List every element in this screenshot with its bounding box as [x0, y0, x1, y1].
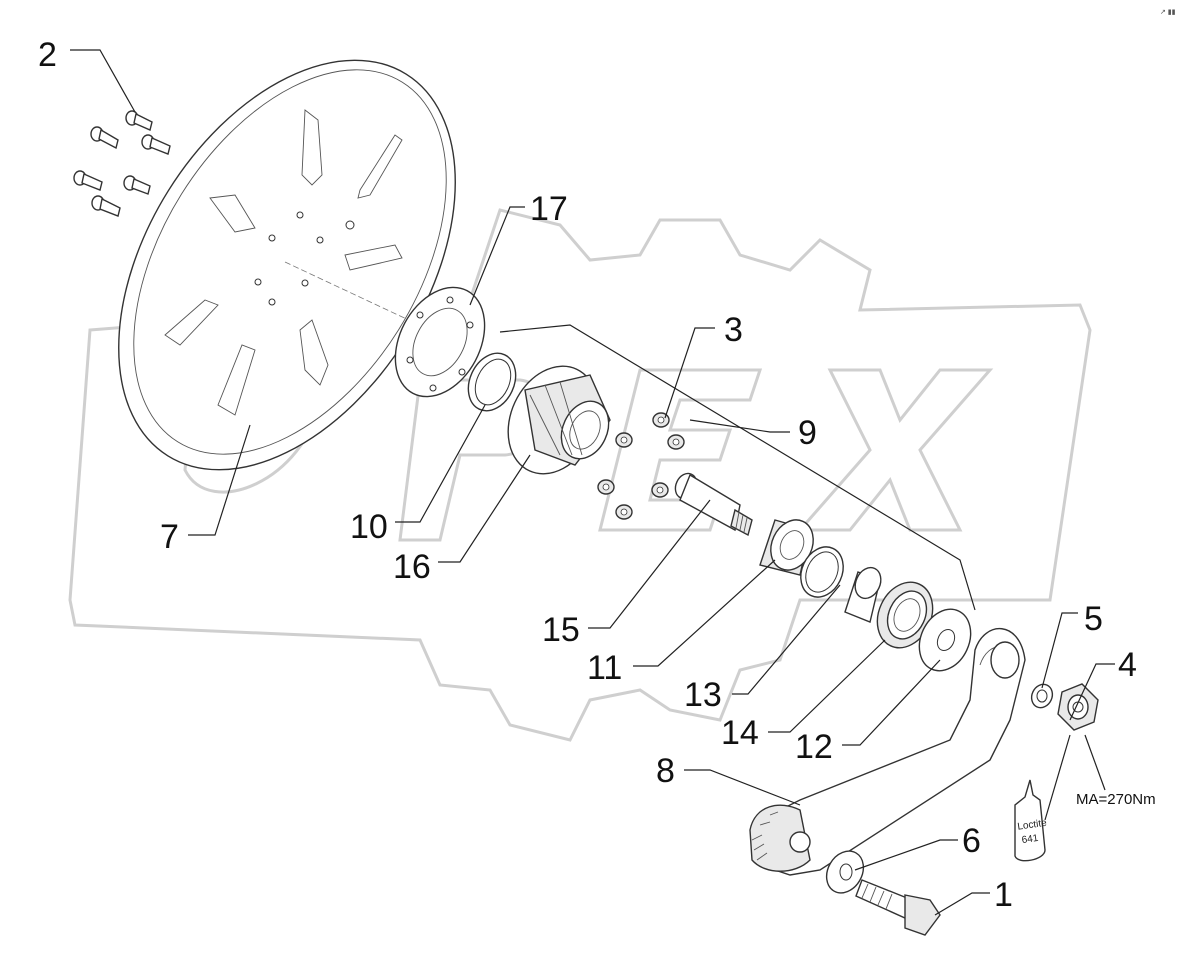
corner-mark: ↗ ▮▮ — [1160, 9, 1176, 16]
snap-ring-part — [467, 352, 517, 412]
callout-8: 8 — [656, 752, 675, 790]
spacer-sleeve-part — [844, 566, 882, 623]
adhesive-label-line2: 641 — [1021, 833, 1039, 846]
hub-part — [507, 365, 611, 475]
callout-9: 9 — [798, 414, 817, 452]
axle-shaft-part — [674, 472, 753, 537]
adhesive-bottle-icon: Loctite 641 — [1014, 779, 1048, 862]
callout-4: 4 — [1118, 646, 1137, 684]
bearing-part — [759, 519, 814, 576]
callout-16: 16 — [393, 548, 431, 586]
adhesive-label-line1: Loctite — [1017, 818, 1048, 833]
leader-lines — [70, 49, 1115, 916]
washer-bolt-part — [825, 850, 865, 894]
nuts-part — [597, 412, 685, 520]
callout-13: 13 — [684, 676, 722, 714]
callout-12: 12 — [795, 728, 833, 766]
callout-7: 7 — [160, 518, 179, 556]
washer-small-part — [1030, 683, 1054, 709]
torque-note: MA=270Nm — [1076, 791, 1156, 808]
callout-6: 6 — [962, 822, 981, 860]
arm-part — [749, 627, 1026, 876]
circlip-part — [800, 546, 844, 598]
hex-nut-part — [1057, 683, 1099, 731]
callout-1: 1 — [994, 876, 1013, 914]
callout-3: 3 — [724, 311, 743, 349]
wheel-disc-part — [118, 59, 456, 471]
callout-14: 14 — [721, 714, 759, 752]
callout-11: 11 — [587, 649, 622, 687]
hex-bolt-part — [855, 879, 941, 936]
callout-10: 10 — [350, 508, 388, 546]
bolts-part — [73, 110, 171, 217]
callout-5: 5 — [1084, 600, 1103, 638]
callout-15: 15 — [542, 611, 580, 649]
callout-17: 17 — [530, 190, 568, 228]
callout-labels: 2 17 3 9 7 10 16 15 11 13 14 12 5 4 8 6 … — [38, 36, 1156, 914]
part-9-outline — [499, 324, 976, 611]
callout-2: 2 — [38, 36, 57, 74]
gasket-plate-part — [394, 286, 486, 398]
